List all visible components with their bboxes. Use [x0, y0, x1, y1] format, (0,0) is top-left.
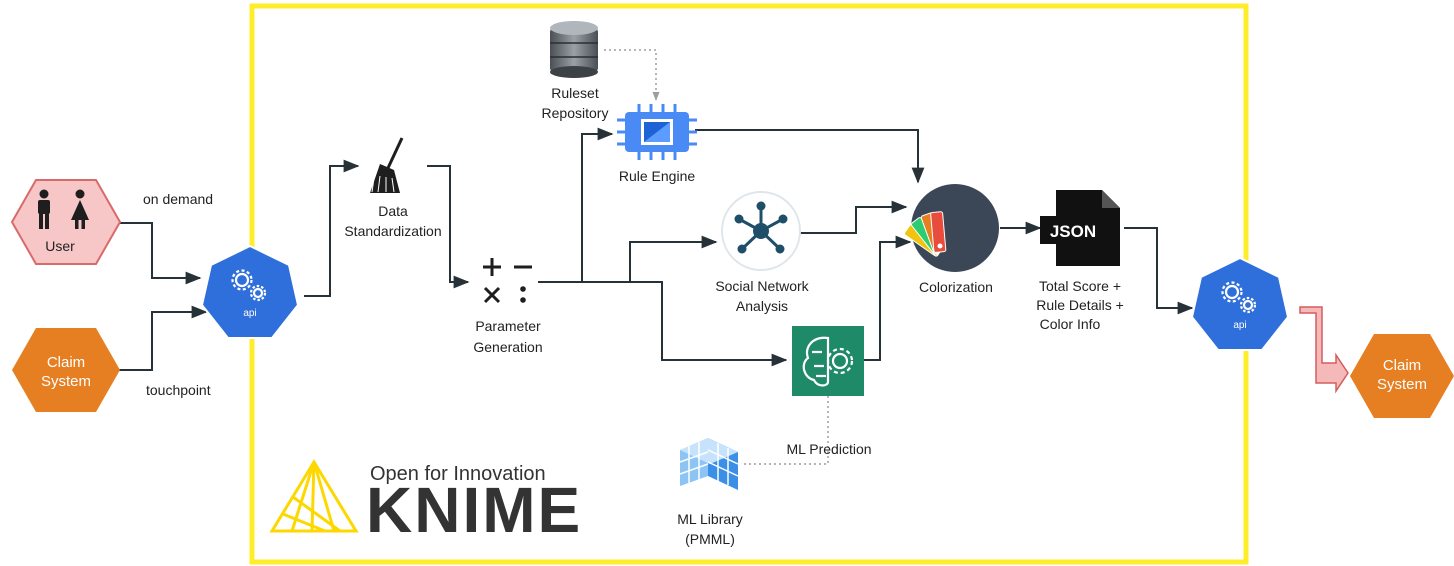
connector-json-to-api [1124, 227, 1194, 315]
knime-triangle-icon [269, 459, 359, 533]
math-operators-icon [483, 258, 532, 304]
cube-grid-icon [679, 438, 739, 490]
network-icon [734, 201, 788, 254]
gear-icon [1221, 281, 1257, 314]
connector-params-to-ml [538, 281, 788, 367]
claim-system-output-node: Claim System [1350, 334, 1454, 418]
data-standardization-label-1: Data [378, 203, 408, 219]
people-icon [38, 189, 89, 229]
claim-system-output-label-1: Claim [1383, 357, 1421, 374]
output-label-3: Color Info [1040, 316, 1101, 332]
ml-prediction-node: ML Prediction [786, 326, 872, 457]
database-icon [550, 21, 598, 78]
ml-library-label-2: (PMML) [685, 531, 735, 547]
claim-system-input-hexagon [12, 328, 120, 412]
connector-params-to-sna [538, 235, 718, 283]
claim-system-input-label-1: Claim [47, 354, 85, 371]
ml-library-label-1: ML Library [677, 511, 743, 527]
claim-system-input-label-2: System [41, 373, 91, 390]
connector-ml-to-colorization [864, 235, 912, 361]
social-network-analysis-label-2: Analysis [736, 298, 788, 314]
brain-gear-icon [802, 336, 854, 387]
api-input-label: api [243, 308, 256, 319]
rule-engine-node: Rule Engine [617, 104, 697, 184]
edge-label-ml-prediction: ML Prediction [786, 441, 871, 457]
connector-params-to-rule-engine [538, 127, 614, 283]
connector-user-to-api [118, 222, 202, 285]
broom-icon [370, 137, 404, 193]
parameter-generation-node: Parameter Generation [473, 258, 543, 355]
connectors [118, 49, 1194, 465]
edge-label-touchpoint: touchpoint [146, 382, 211, 398]
colorization-node: Colorization [904, 184, 999, 295]
parameter-generation-label-2: Generation [473, 339, 542, 355]
ruleset-repository-label-2: Repository [542, 105, 609, 121]
social-network-analysis-node: Social Network Analysis [715, 191, 810, 314]
output-label-1: Total Score + [1039, 278, 1121, 294]
json-icon-label: JSON [1050, 222, 1096, 241]
ruleset-repository-node: Ruleset Repository [542, 21, 609, 121]
ruleset-repository-label-1: Ruleset [551, 85, 599, 101]
gear-icon [231, 269, 267, 302]
parameter-generation-label-1: Parameter [475, 318, 541, 334]
colorization-label: Colorization [919, 279, 993, 295]
connector-api-to-standardization [304, 159, 360, 297]
api-output-label: api [1233, 320, 1246, 331]
output-label-2: Rule Details + [1036, 297, 1124, 313]
knime-logo: Open for Innovation KNIME [269, 459, 582, 546]
knime-tagline: Open for Innovation [370, 463, 546, 485]
connector-sna-to-colorization [800, 200, 908, 234]
claim-system-output-label-2: System [1377, 376, 1427, 393]
social-network-analysis-label-1: Social Network [715, 278, 809, 294]
claim-system-output-hexagon [1350, 334, 1454, 418]
json-node: JSON Total Score + Rule Details + Color … [1036, 190, 1124, 332]
json-file-icon: JSON [1040, 190, 1120, 266]
color-palette-icon [904, 211, 947, 257]
data-standardization-label-2: Standardization [344, 223, 441, 239]
rule-engine-label: Rule Engine [619, 168, 695, 184]
edge-label-on-demand: on demand [143, 191, 213, 207]
chip-icon [617, 104, 697, 160]
connector-rule-engine-to-colorization [695, 129, 925, 184]
user-label: User [45, 238, 75, 254]
data-standardization-node: Data Standardization [344, 137, 442, 239]
connector-standardization-to-params [427, 165, 470, 289]
connector-claim-to-api [118, 305, 208, 371]
output-arrow-icon [1299, 306, 1349, 394]
claim-system-input-node: Claim System [12, 328, 120, 412]
api-output-node: api [1190, 256, 1290, 351]
ml-library-node: ML Library (PMML) [677, 438, 743, 547]
connector-repository-to-rule-engine [604, 49, 660, 101]
api-input-node: api [200, 244, 300, 339]
knime-wordmark: KNIME [366, 474, 582, 546]
user-node: User [10, 179, 122, 265]
